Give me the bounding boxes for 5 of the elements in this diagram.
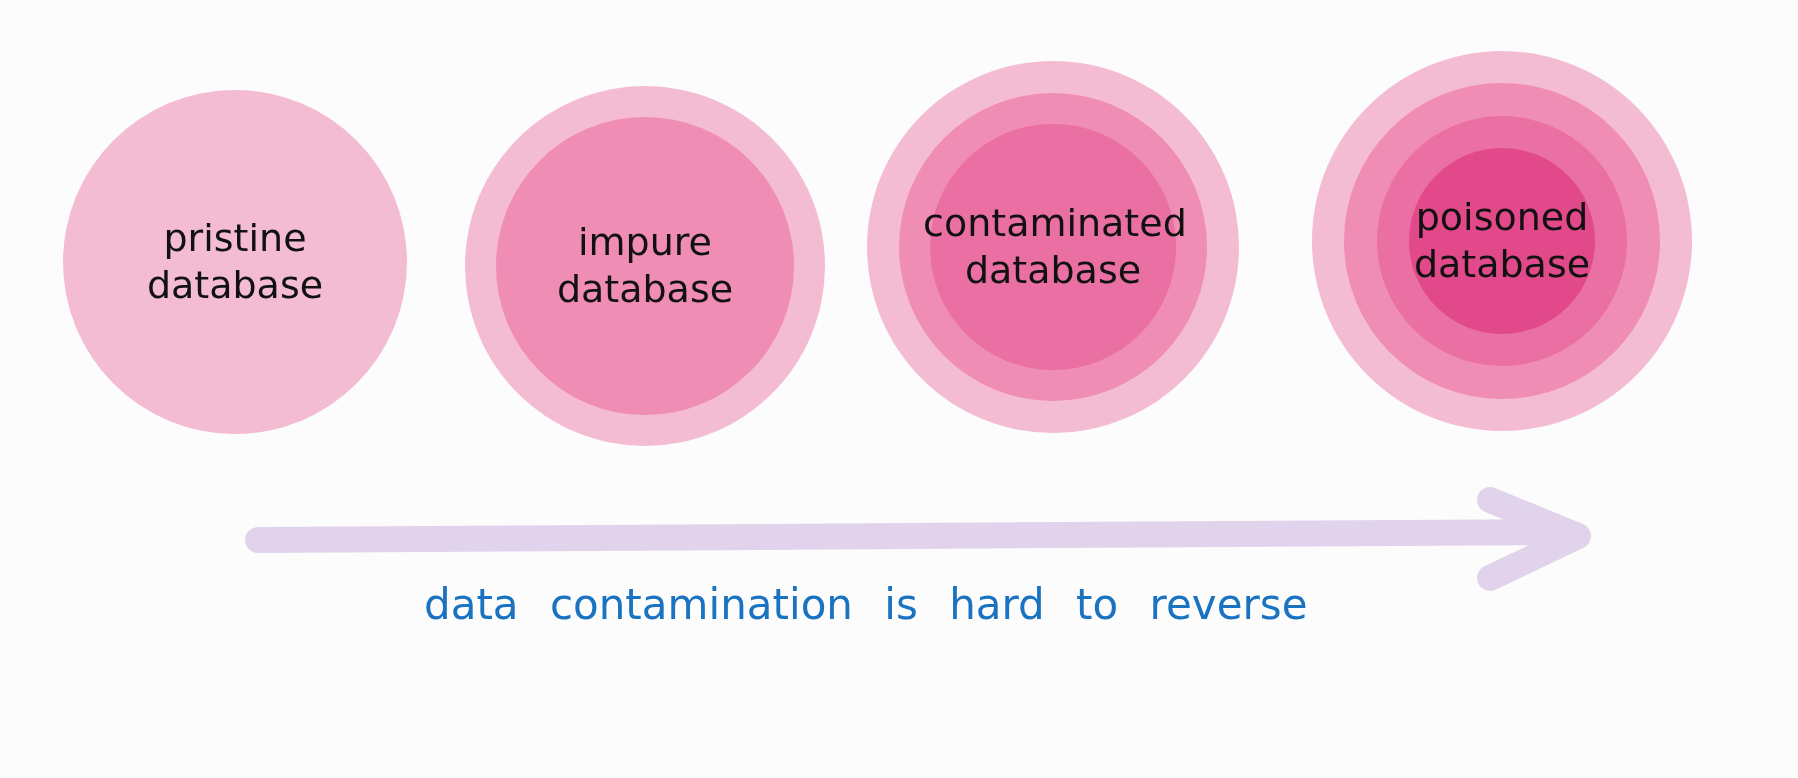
node-label: pristine database <box>145 214 325 309</box>
node-label: poisoned database <box>1412 193 1592 288</box>
node-label: contaminated database <box>923 199 1183 294</box>
caption-text: data contamination is hard to reverse <box>424 580 1308 629</box>
node-label: impure database <box>555 218 735 313</box>
